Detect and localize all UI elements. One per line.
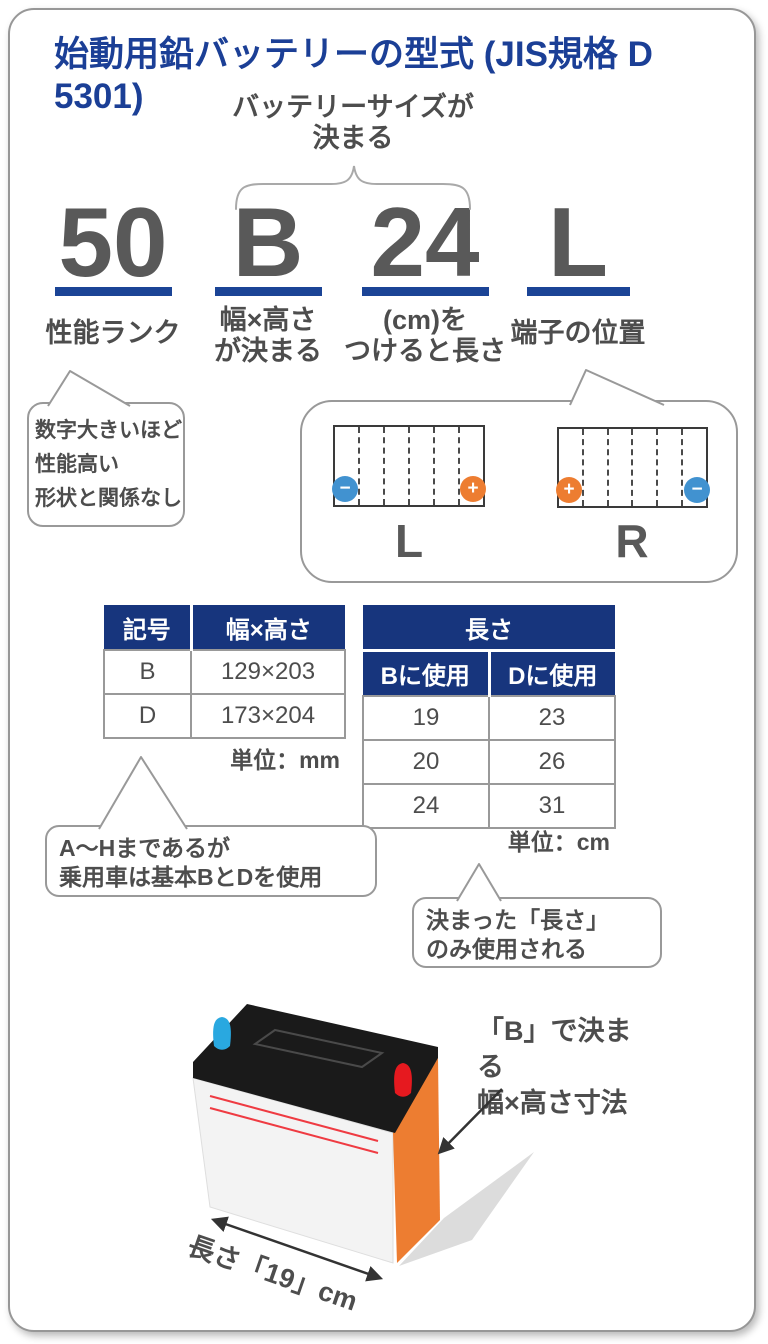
label-size-line2: が決まる <box>214 336 322 366</box>
label-length-line1: (cm)を <box>382 305 467 335</box>
size-table-cell: B <box>103 649 192 695</box>
battery-size-note-line1: バッテリーサイズが <box>232 92 474 122</box>
cell <box>581 429 607 506</box>
length-table-cell: 20 <box>362 739 490 785</box>
length-table-cell: 19 <box>362 695 490 741</box>
size-symbol-note-bubble: A〜Hまであるが 乗用車は基本BとDを使用 <box>45 825 377 897</box>
label-terminal: 端子の位置 <box>510 318 646 348</box>
cell <box>433 427 458 505</box>
battery-size-note-line2: 決まる <box>312 123 394 153</box>
size-symbol-note-line2: 乗用車は基本BとDを使用 <box>59 864 323 890</box>
code-symbol-size: B <box>232 187 304 297</box>
size-table-header-dim: 幅×高さ <box>189 605 345 650</box>
minus-terminal-icon: − <box>684 477 710 503</box>
size-table-header-symbol: 記号 <box>104 605 191 650</box>
battery-callout-line1: 「B」で決まる <box>477 1016 632 1082</box>
page-title: 始動用鉛バッテリーの型式 (JIS規格 D 5301) <box>54 35 653 116</box>
code-symbol-rank: 50 <box>58 187 168 297</box>
label-size-line1: 幅×高さ <box>219 305 317 335</box>
table-row: 24 31 <box>362 783 616 829</box>
length-note-line2: のみ使用される <box>426 936 587 962</box>
label-length: (cm)を つけると長さ <box>330 305 520 367</box>
size-table: 記号 幅×高さ B 129×203 D 173×204 <box>103 605 346 739</box>
rank-note-bubble: 数字大きいほど 性能高い 形状と関係なし <box>27 402 185 527</box>
code-symbol-length: 24 <box>370 187 480 297</box>
underline-size <box>215 287 322 296</box>
cell <box>458 427 483 505</box>
minus-terminal-icon: − <box>332 476 358 502</box>
length-table-cell: 31 <box>488 783 616 829</box>
terminal-layout-L-label: L <box>394 515 424 567</box>
underline-length <box>362 287 489 296</box>
code-symbol-terminal: L <box>548 187 608 297</box>
cell <box>606 429 632 506</box>
length-table-header-B: Bに使用 <box>363 649 489 696</box>
length-table: 長さ Bに使用 Dに使用 19 23 20 26 24 31 <box>362 605 616 829</box>
size-symbol-note-line1: A〜Hまであるが <box>59 835 230 861</box>
length-table-header-D: Dに使用 <box>487 649 615 696</box>
cell <box>408 427 433 505</box>
label-rank: 性能ランク <box>45 318 181 348</box>
table-row: 19 23 <box>362 695 616 741</box>
size-table-cell: 129×203 <box>190 649 346 695</box>
size-table-cell: 173×204 <box>190 693 346 739</box>
plus-terminal-icon: + <box>556 477 582 503</box>
rank-note-line2: 性能高い <box>35 453 119 476</box>
size-table-cell: D <box>103 693 192 739</box>
battery-size-note: バッテリーサイズが 決まる <box>203 92 503 154</box>
label-length-line2: つけると長さ <box>344 336 506 366</box>
plus-terminal-icon: + <box>460 476 486 502</box>
label-size: 幅×高さ が決まる <box>188 305 348 367</box>
cell <box>681 429 706 506</box>
size-table-unit: 単位：mm <box>230 747 340 773</box>
table-row: 20 26 <box>362 739 616 785</box>
battery-callout-line2: 幅×高さ寸法 <box>477 1088 628 1118</box>
cell <box>358 427 383 505</box>
cell <box>383 427 408 505</box>
rank-note-line1: 数字大きいほど <box>35 419 182 442</box>
rank-note-line3: 形状と関係なし <box>35 487 182 510</box>
terminal-layout-R-label: R <box>615 515 649 567</box>
length-table-cell: 26 <box>488 739 616 785</box>
cell <box>631 429 656 506</box>
cell <box>656 429 681 506</box>
underline-rank <box>55 287 172 296</box>
length-table-cell: 24 <box>362 783 490 829</box>
battery-callout: 「B」で決まる 幅×高さ寸法 <box>477 1013 657 1121</box>
battery-schematic-R <box>557 427 708 508</box>
table-row: B 129×203 <box>103 649 346 695</box>
length-table-cell: 23 <box>488 695 616 741</box>
length-table-unit: 単位：cm <box>507 829 610 855</box>
length-note-bubble: 決まった「長さ」 のみ使用される <box>412 897 662 968</box>
length-note-line1: 決まった「長さ」 <box>426 907 610 933</box>
battery-schematic-L <box>333 425 485 507</box>
table-row: D 173×204 <box>103 693 346 739</box>
length-table-title: 長さ <box>363 605 615 651</box>
underline-terminal <box>527 287 630 296</box>
